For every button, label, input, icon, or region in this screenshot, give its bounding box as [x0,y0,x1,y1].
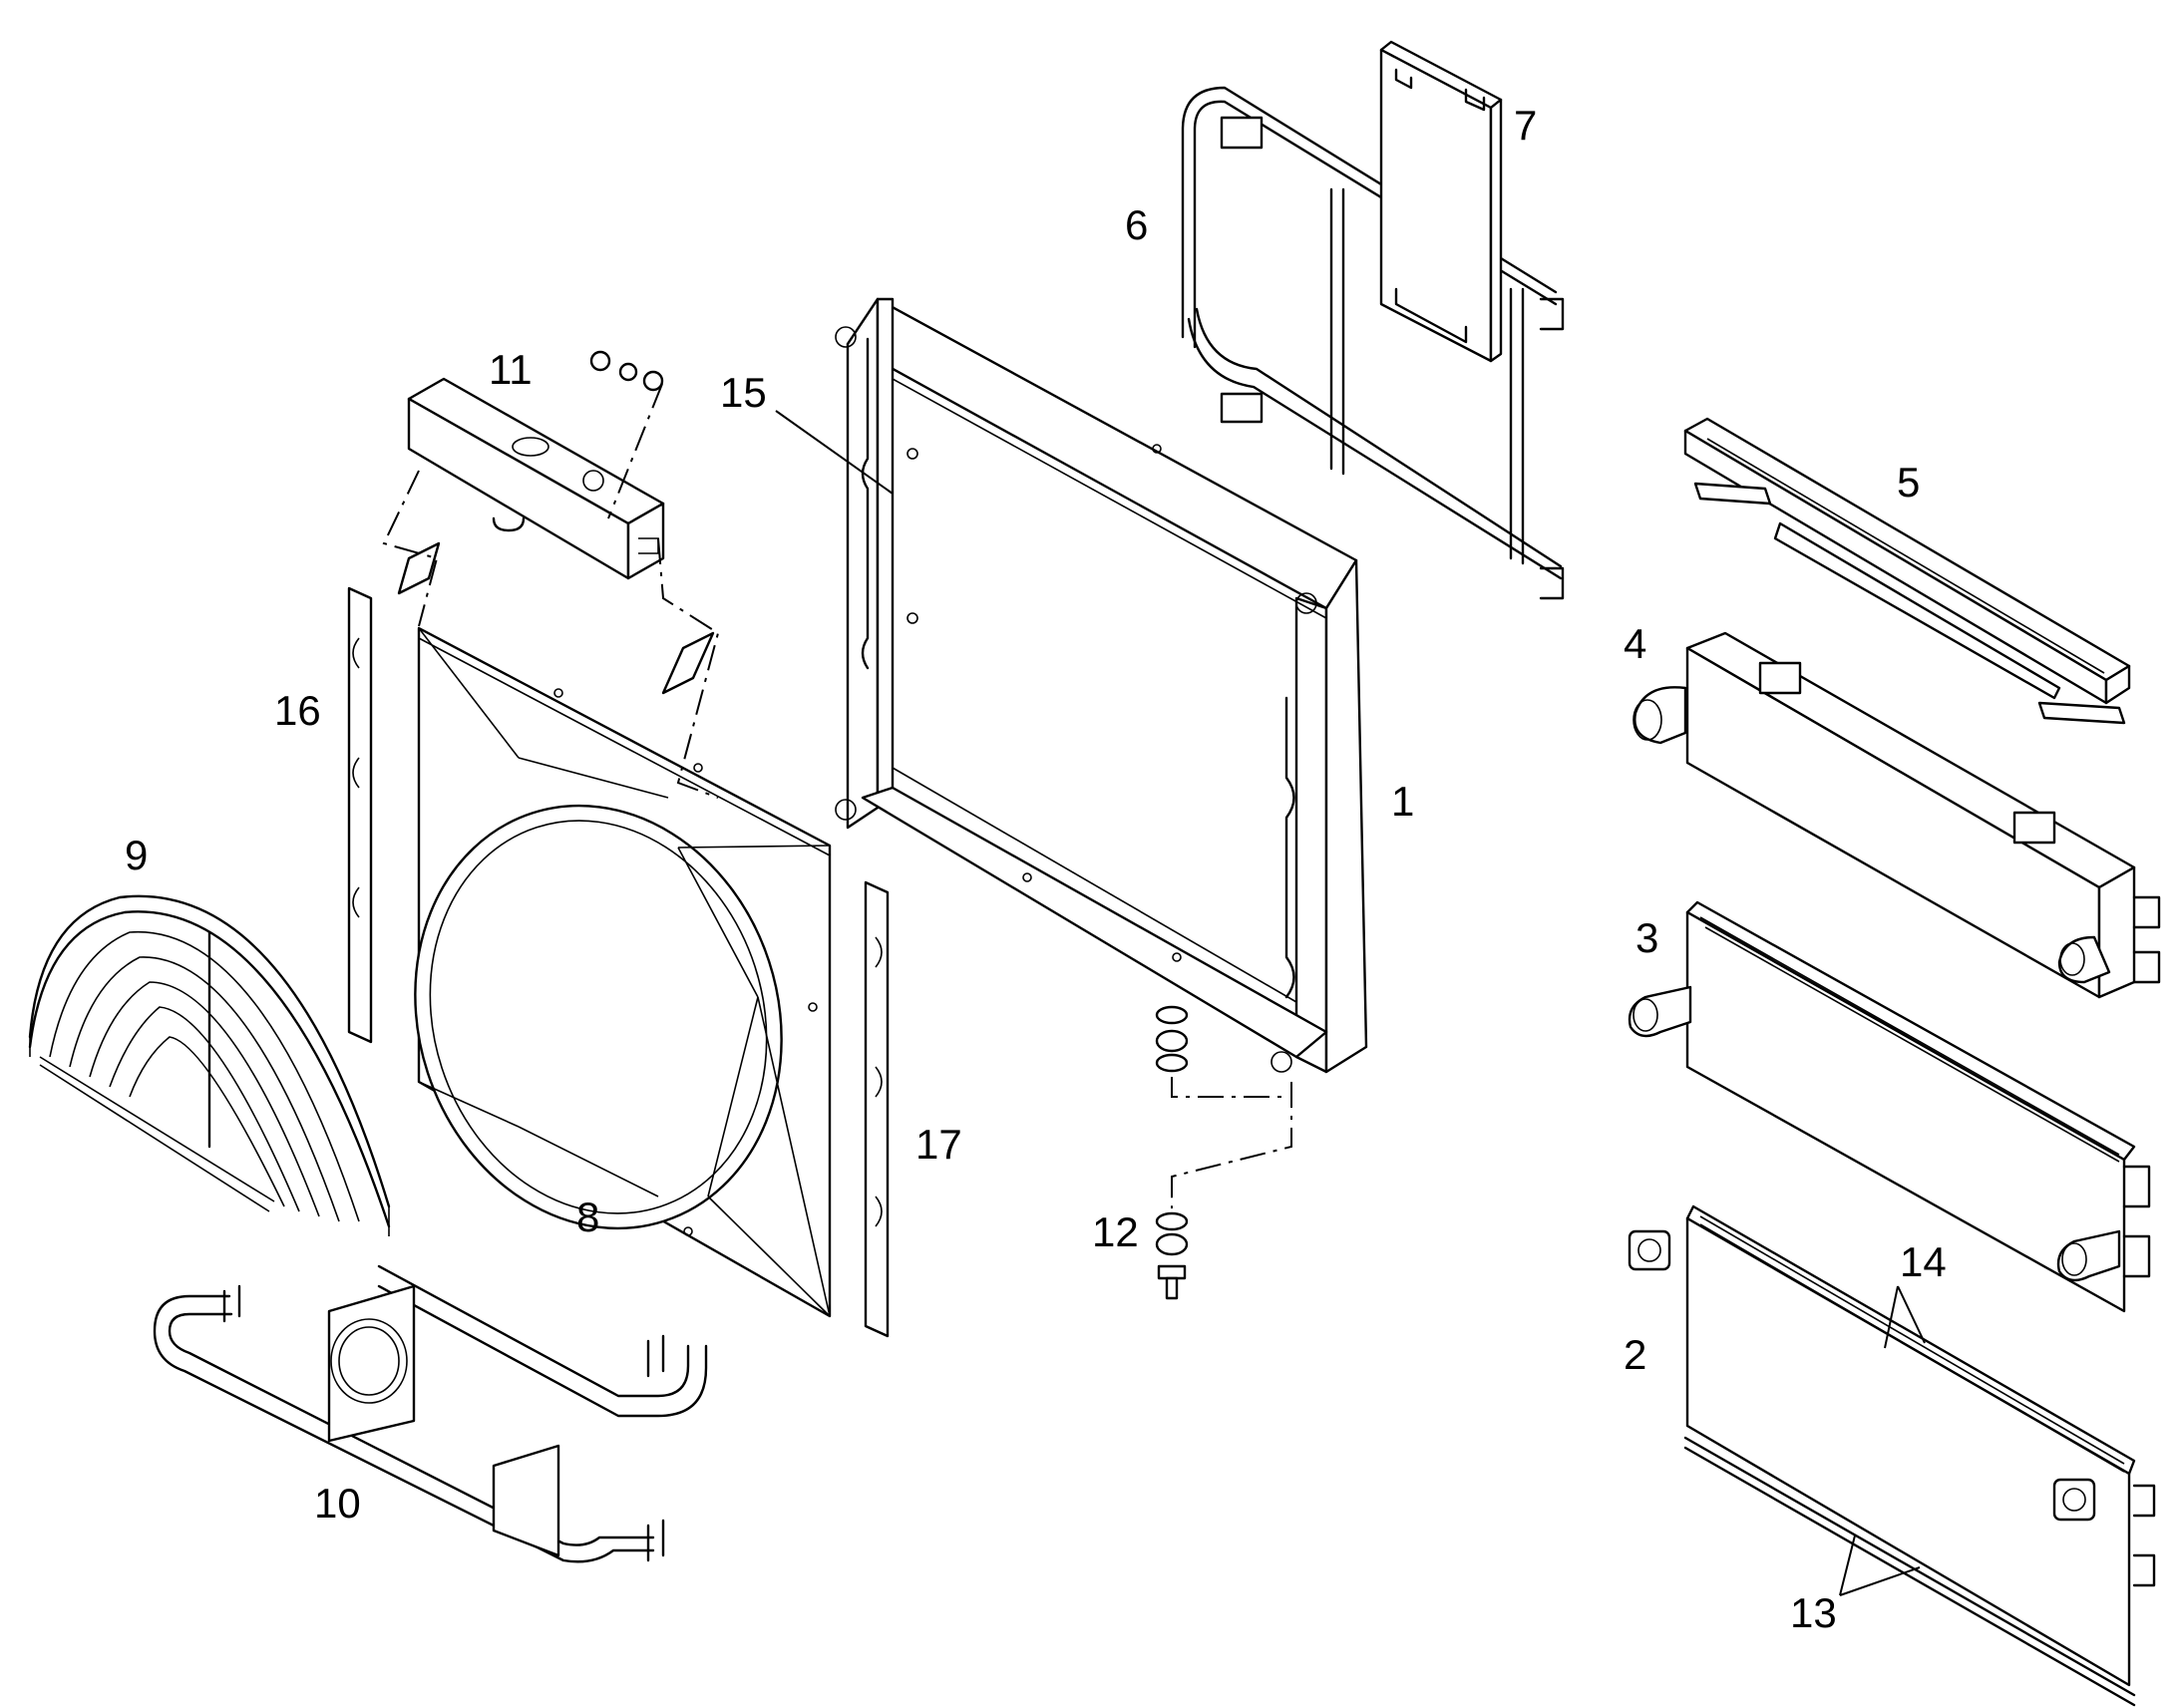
part-4-oil-cooler [1633,631,2161,999]
part-1-frame [835,297,1368,1074]
part-6-side-frame [1181,86,1565,600]
part-13-lower-seals [1683,1436,2136,1707]
callout-9: 9 [125,832,148,878]
callout-4: 4 [1624,620,1646,667]
callout-17: 17 [915,1121,962,1168]
callout-8: 8 [576,1194,599,1240]
callout-labels: 1 2 3 4 5 6 7 8 9 10 11 12 13 14 15 16 1… [125,102,1947,1636]
part-16-left-bracket [347,586,373,1044]
callout-15: 15 [720,369,767,416]
callout-7: 7 [1514,102,1537,149]
assembly-lines [382,383,1292,1208]
callout-1: 1 [1391,778,1414,825]
callout-12: 12 [1092,1208,1139,1255]
callout-2: 2 [1624,1331,1646,1378]
callout-5: 5 [1897,459,1920,506]
part-17-right-bracket [864,880,890,1338]
callout-6: 6 [1125,201,1148,248]
part-2-radiator [1628,1204,2156,1687]
part-8-fan-shroud [414,626,832,1318]
part-10-tube-bracket [153,1264,708,1563]
callout-10: 10 [314,1480,361,1527]
part-9-fan-guard [28,894,391,1236]
callout-14: 14 [1900,1238,1947,1285]
callout-11: 11 [489,346,533,393]
part-11-expansion-tank [407,350,665,580]
callout-16: 16 [274,687,321,734]
callout-3: 3 [1635,914,1658,961]
callout-13: 13 [1790,1589,1837,1636]
part-3-cooler [1628,900,2151,1313]
part-12-mount-hardware [1155,1005,1189,1300]
leader-lines [775,410,1926,1596]
part-7-side-panel [1379,40,1503,363]
part-5-bracket [1683,417,2131,725]
